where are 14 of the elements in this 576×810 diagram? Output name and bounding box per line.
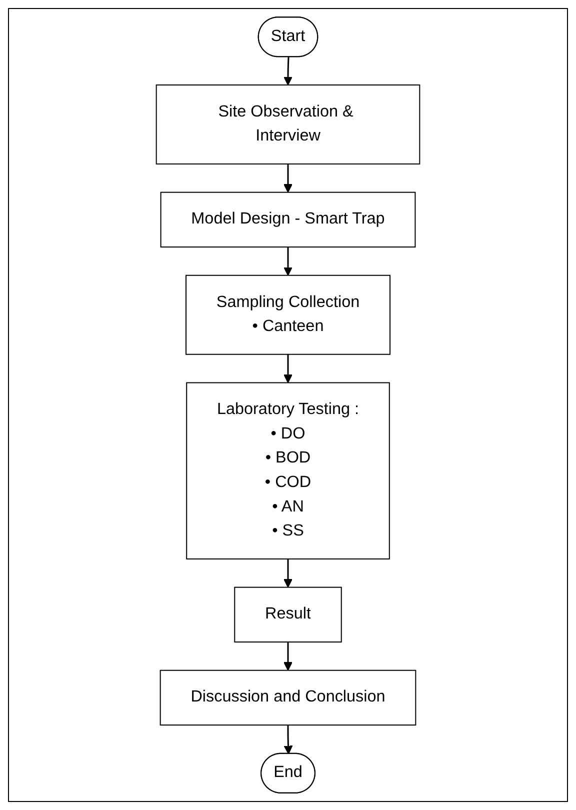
arrow (284, 725, 293, 754)
arrow (284, 642, 292, 671)
node-box (160, 192, 416, 248)
node-box (186, 382, 390, 560)
arrow (284, 354, 292, 384)
node-box (234, 586, 342, 642)
arrow (284, 247, 292, 276)
arrow (284, 558, 292, 588)
node-box (186, 274, 390, 355)
node-box (156, 84, 420, 164)
page-frame: Start Site Observation & Interview Model Design - Smart Trap Sampling Collection • Canteen Laboratory Testing : • DO • BOD • COD • AN • SS Result Discussion and Conclusion End (8, 8, 568, 802)
arrow (284, 57, 292, 86)
arrow (284, 164, 292, 193)
node-box (160, 670, 416, 726)
